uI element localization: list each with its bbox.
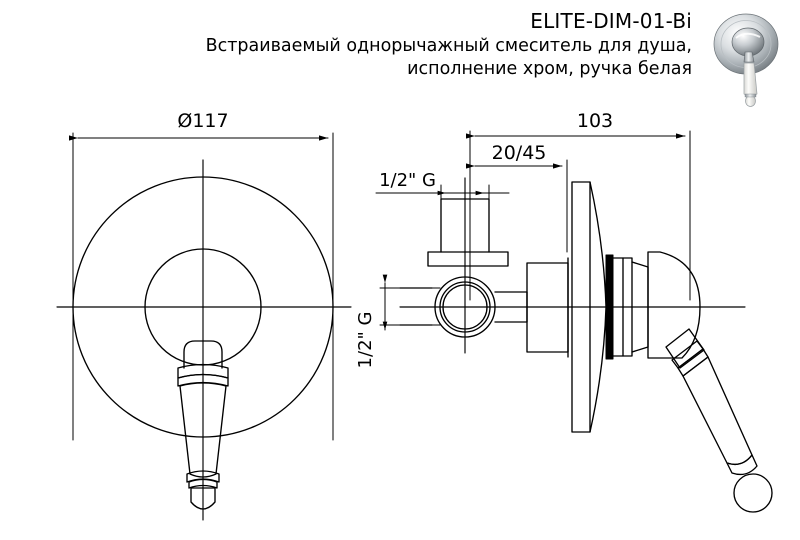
label-depth-partial: 20/45: [492, 142, 547, 164]
front-centerlines: [56, 159, 352, 521]
label-diameter: Ø117: [177, 110, 228, 132]
side-body: [494, 257, 569, 358]
side-seal-ring: [605, 254, 614, 360]
title-block: ELITE-DIM-01-Bi Встраиваемый однорычажны…: [180, 8, 692, 81]
front-handle: [177, 340, 229, 510]
label-thread-side: 1/2" G: [355, 312, 376, 369]
front-view: [56, 132, 352, 521]
side-view: [375, 130, 773, 513]
side-left-inlet: [399, 276, 496, 338]
dimension-labels: Ø117 103 20/45 1/2" G 1/2" G: [177, 110, 613, 368]
photo-handle: [743, 51, 758, 107]
product-code: ELITE-DIM-01-Bi: [530, 9, 692, 33]
product-photo: [713, 13, 779, 107]
label-depth-total: 103: [577, 110, 613, 132]
side-dimension-2045: [466, 159, 568, 253]
product-description-line1: Встраиваемый однорычажный смеситель для …: [205, 36, 692, 56]
front-dimension-diameter: [69, 132, 334, 441]
product-description-line2: исполнение хром, ручка белая: [407, 58, 692, 79]
side-top-inlet: [427, 198, 509, 267]
product-description: Встраиваемый однорычажный смеситель для …: [180, 35, 692, 81]
side-cap: [647, 251, 701, 359]
label-thread-top: 1/2" G: [379, 170, 436, 191]
side-handle: [665, 328, 773, 513]
